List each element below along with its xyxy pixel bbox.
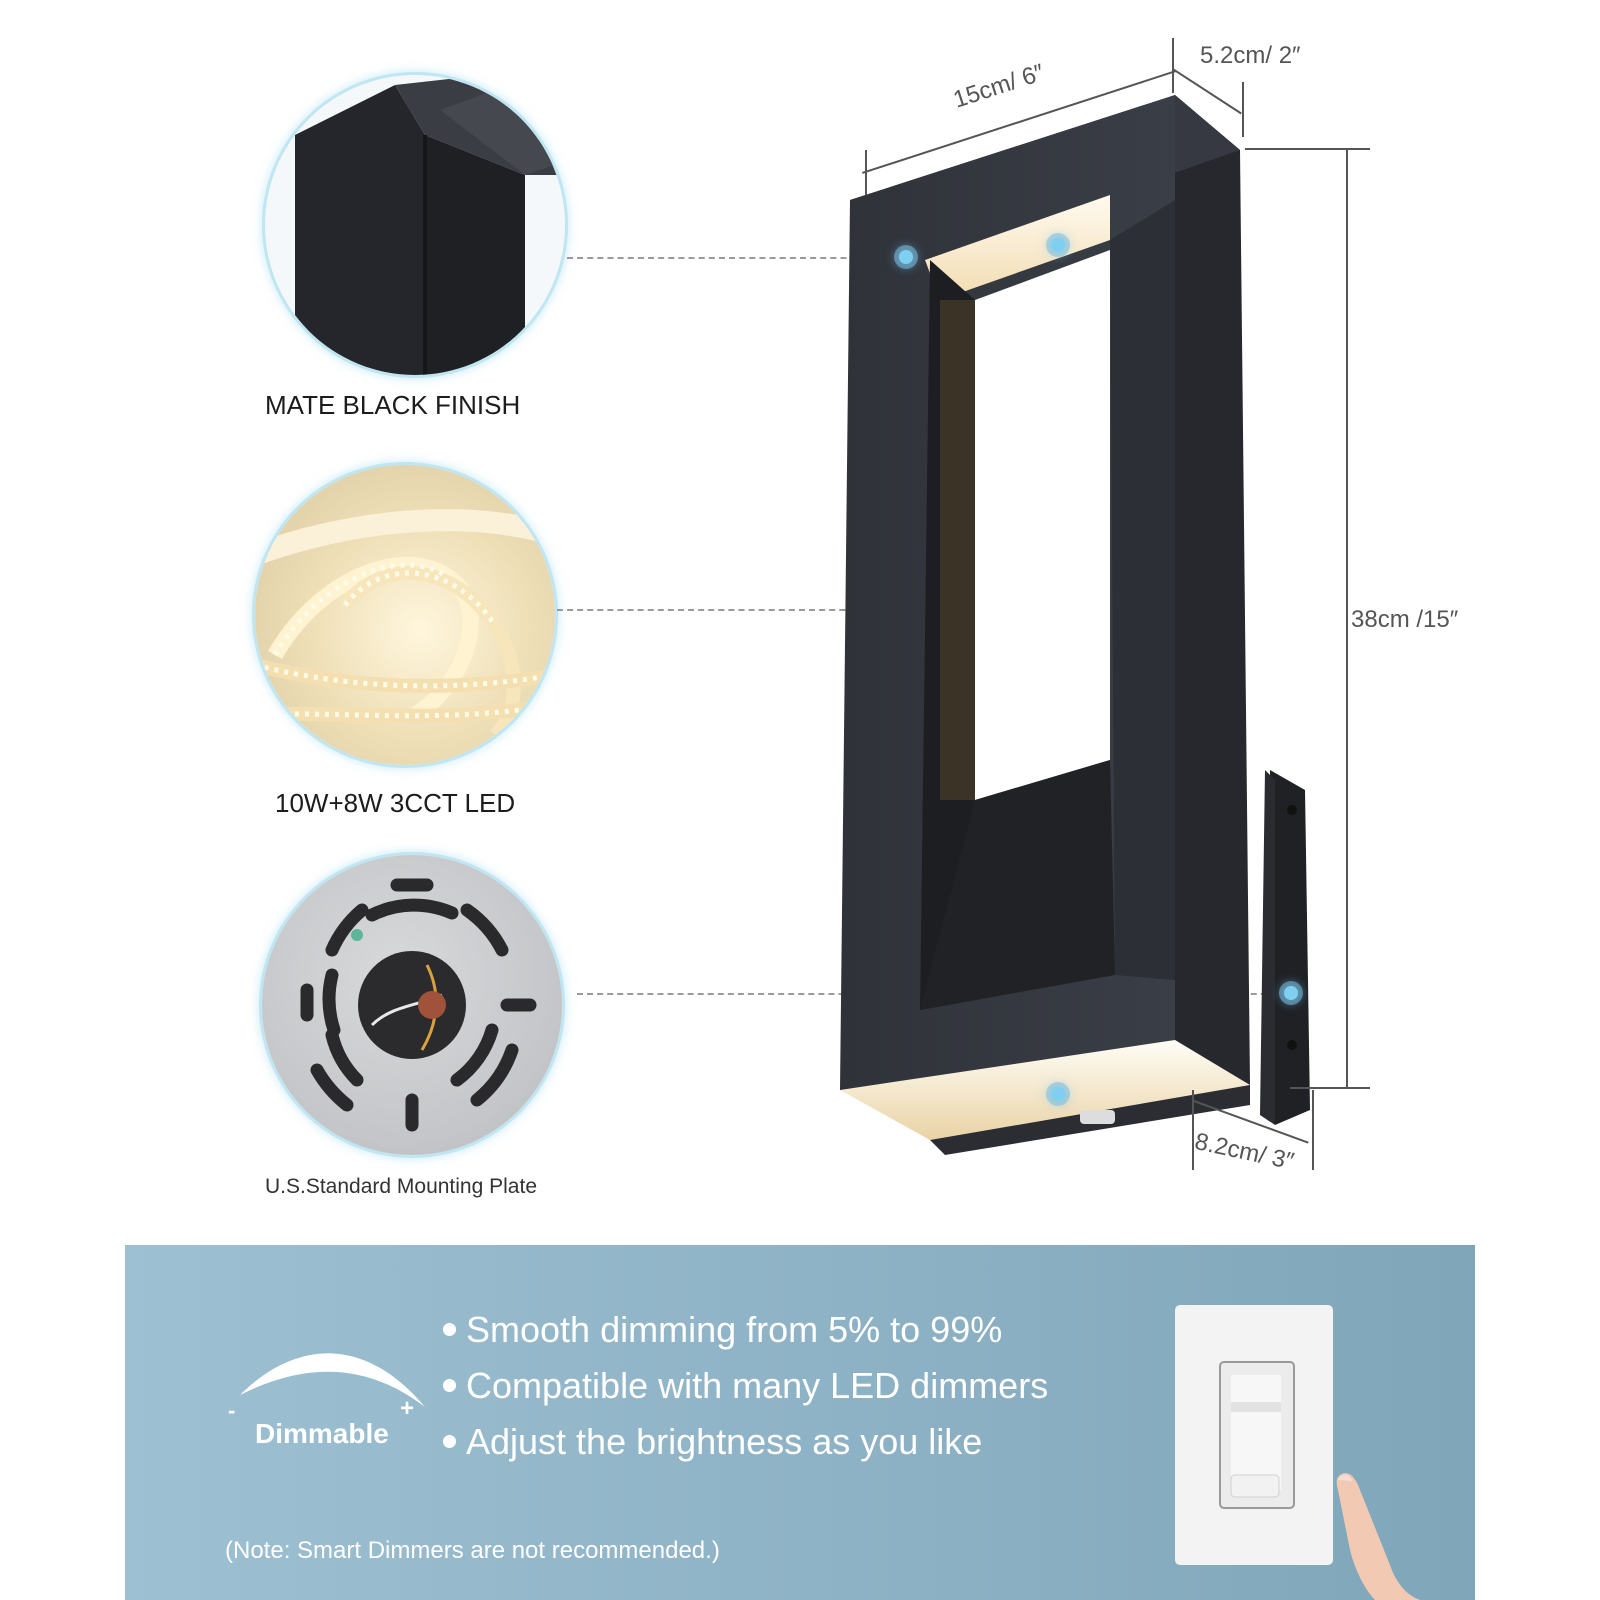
led-label: 10W+8W 3CCT LED (275, 788, 516, 818)
compatibility-bullet: Compatible with many LED dimmers (443, 1365, 1048, 1407)
led-bottom-hotspot-dot[interactable] (1051, 1087, 1065, 1101)
height-dimension-line (1346, 148, 1348, 1088)
led-strip-icon (255, 509, 555, 740)
led-top-hotspot-dot[interactable] (1051, 238, 1065, 252)
mount-hotspot-dot[interactable] (1284, 986, 1298, 1000)
width-dimension-tick-left (865, 150, 867, 195)
depth-bottom-tick-left (1192, 1090, 1194, 1170)
finish-label: MATE BLACK FINISH (265, 390, 521, 420)
height-dimension-label: 38cm /15″ (1351, 606, 1459, 633)
brightness-bullet: Adjust the brightness as you like (443, 1421, 982, 1463)
led-closeup-image (255, 465, 555, 765)
dimmer-arc-icon (240, 1353, 425, 1407)
led-connector-line (557, 609, 1057, 611)
depth-bottom-tick-right (1312, 1090, 1314, 1170)
wall-light-fixture-image (840, 95, 1310, 1155)
dimming-range-bullet: Smooth dimming from 5% to 99% (443, 1309, 1002, 1351)
finish-closeup-image (265, 75, 565, 375)
dimmer-minus-label: - (228, 1398, 236, 1423)
depth-top-dimension-label: 5.2cm/ 2″ (1200, 42, 1301, 69)
height-tick-bottom (1290, 1087, 1370, 1089)
mounting-plate-icon (300, 878, 537, 1132)
dimmer-switch-icon (1175, 1305, 1420, 1600)
dimmer-plus-label: + (400, 1395, 415, 1422)
smart-dimmer-note: (Note: Smart Dimmers are not recommended… (225, 1537, 720, 1564)
dimmable-badge-label: Dimmable (255, 1418, 389, 1449)
dimmable-info-panel: - + Dimmable Smooth dimming from 5% to 9… (125, 1245, 1475, 1600)
finish-hotspot-dot[interactable] (899, 250, 913, 264)
height-tick-top (1245, 148, 1370, 150)
finish-connector-line (567, 257, 887, 259)
mounting-plate-closeup-image (262, 855, 562, 1155)
depth-top-tick (1242, 82, 1244, 137)
matte-black-corner-icon (295, 75, 565, 375)
width-dimension-tick-right (1172, 38, 1174, 93)
mount-label: U.S.Standard Mounting Plate (265, 1175, 537, 1198)
